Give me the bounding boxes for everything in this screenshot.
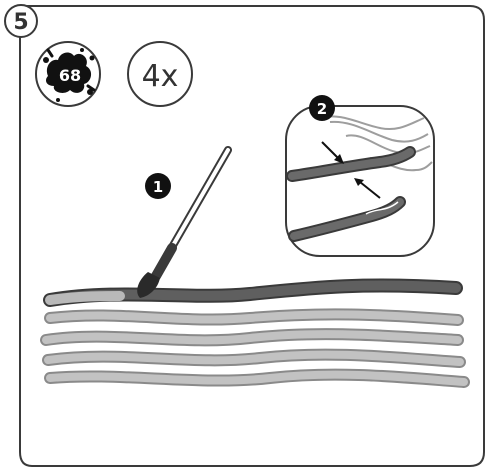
callout-2-label: 2 [317, 100, 327, 118]
callout-2: 2 [309, 95, 335, 121]
callout-1-label: 1 [153, 178, 163, 196]
quantity-label: 4x [142, 59, 179, 94]
paint-badge: 68 [36, 42, 100, 106]
detail-view: 2 [286, 95, 434, 256]
step-badge: 5 [5, 5, 37, 37]
paint-code: 68 [59, 66, 81, 85]
callout-1: 1 [145, 173, 171, 199]
quantity-badge: 4x [128, 42, 192, 106]
step-number: 5 [13, 10, 28, 35]
